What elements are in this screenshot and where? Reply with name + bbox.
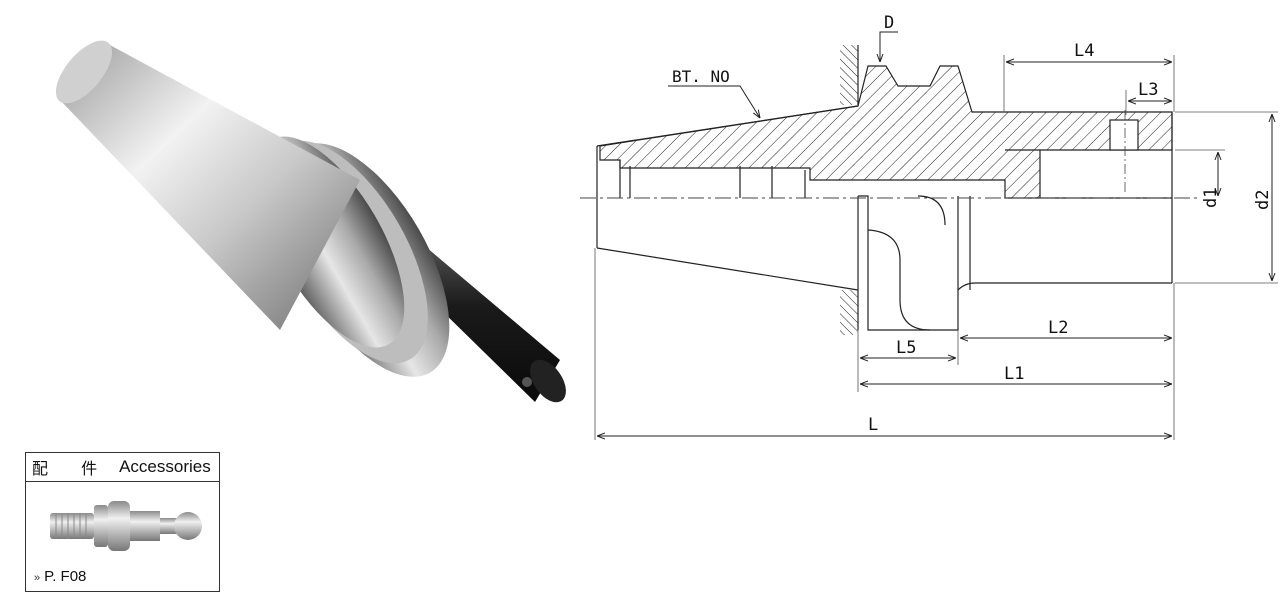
- holder-outline: [596, 105, 1173, 331]
- label-L3: L3: [1138, 80, 1158, 100]
- tool-holder-photo: [55, 40, 566, 403]
- accessory-code-text: P. F08: [44, 568, 87, 585]
- machine-wall-hatch-top: [840, 45, 858, 105]
- label-L5: L5: [896, 338, 916, 358]
- accessory-item-code: »P. F08: [34, 568, 86, 585]
- double-arrow-icon: »: [34, 572, 41, 584]
- label-d1: d1: [1201, 188, 1221, 208]
- accessories-title-en: Accessories: [119, 457, 211, 476]
- label-d2: d2: [1253, 190, 1273, 210]
- pull-stud-image: [50, 501, 202, 551]
- accessories-header: 配 件 Accessories: [26, 453, 219, 482]
- accessories-title-cn: 配 件: [32, 459, 112, 478]
- machine-wall-hatch-bottom: [840, 290, 858, 335]
- accessories-box: 配 件 Accessories »P. F08: [25, 452, 220, 592]
- label-L1: L1: [1004, 364, 1024, 384]
- label-L4: L4: [1074, 41, 1094, 61]
- label-L2: L2: [1048, 318, 1068, 338]
- holder-taper-cone: [55, 40, 360, 330]
- technical-drawing: D BT. NO L4 L3 d1 d2 L2 L5 L1 L: [580, 13, 1278, 440]
- leader-bt-no: [668, 85, 760, 118]
- label-bt-no: BT. NO: [672, 67, 730, 86]
- dim-D: [880, 31, 898, 62]
- label-L: L: [868, 415, 878, 435]
- label-D: D: [884, 13, 894, 33]
